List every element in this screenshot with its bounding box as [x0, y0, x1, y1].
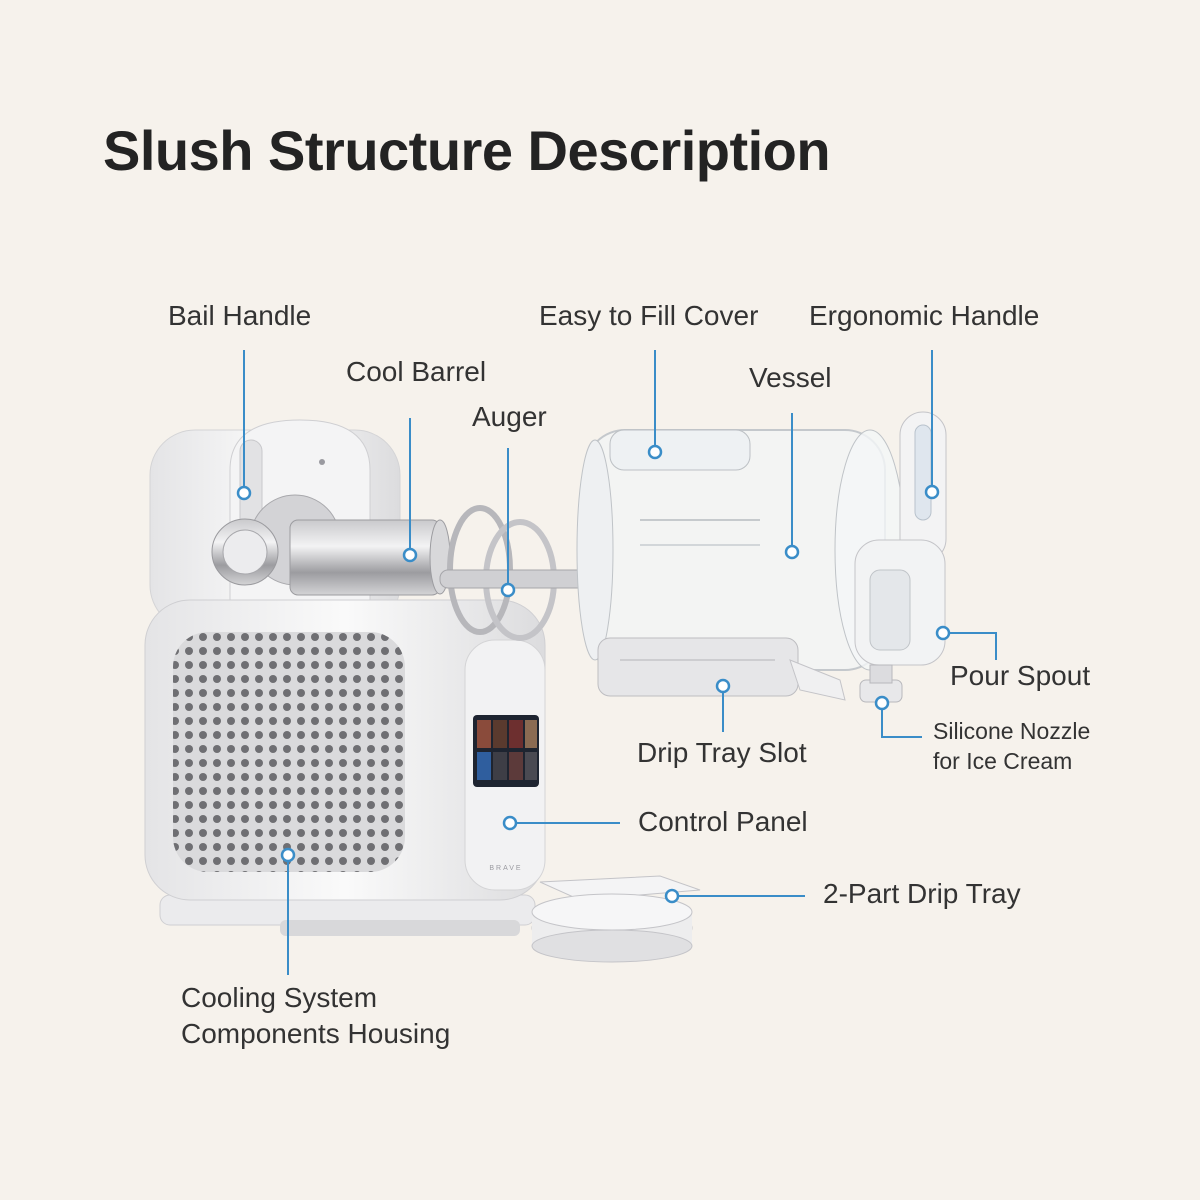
- callout-dot: [664, 888, 680, 904]
- callout-dot: [502, 815, 518, 831]
- label-cooling-housing: Cooling System Components Housing: [181, 980, 450, 1053]
- label-bail-handle: Bail Handle: [168, 300, 312, 331]
- label-pour-spout: Pour Spout: [950, 660, 1091, 691]
- label-silicone-nozzle-line2: for Ice Cream: [933, 747, 1073, 774]
- cooling-housing: [144, 599, 546, 901]
- page-title: Slush Structure Description: [103, 119, 831, 182]
- label-auger: Auger: [472, 401, 547, 432]
- label-silicone-nozzle: Silicone Nozzle for Ice Cream: [933, 717, 1090, 777]
- callout-dot: [874, 695, 890, 711]
- callout-dot: [647, 444, 663, 460]
- label-easy-fill-cover: Easy to Fill Cover: [539, 300, 759, 331]
- callout-dot: [280, 847, 296, 863]
- base-plate: [159, 894, 536, 936]
- pour-spout: [854, 539, 946, 703]
- label-control-panel: Control Panel: [638, 806, 808, 837]
- label-silicone-nozzle-line1: Silicone Nozzle: [933, 718, 1091, 744]
- leader-lines: [236, 350, 997, 975]
- two-part-drip-tray: [531, 875, 701, 963]
- callout-dot: [924, 484, 940, 500]
- drip-tray-slot: [597, 637, 846, 701]
- label-vessel: Vessel: [749, 362, 832, 393]
- label-drip-tray: 2-Part Drip Tray: [823, 878, 1021, 909]
- label-drip-tray-slot: Drip Tray Slot: [637, 737, 807, 768]
- callout-dot: [500, 582, 516, 598]
- label-cool-barrel: Cool Barrel: [346, 356, 487, 387]
- label-cooling-housing-line2: Components Housing: [181, 1018, 451, 1050]
- label-ergonomic-handle: Ergonomic Handle: [809, 300, 1040, 331]
- callout-dot: [935, 625, 951, 641]
- label-cooling-housing-line1: Cooling System: [181, 982, 378, 1013]
- brand-logo-text: BRAVE: [489, 865, 522, 872]
- callout-dot: [236, 485, 252, 501]
- callout-dot: [784, 544, 800, 560]
- callout-dot: [715, 678, 731, 694]
- auger: [439, 505, 601, 641]
- callout-dot: [402, 547, 418, 563]
- cool-barrel: [289, 519, 451, 596]
- control-panel-screen: BRAVE: [464, 639, 546, 891]
